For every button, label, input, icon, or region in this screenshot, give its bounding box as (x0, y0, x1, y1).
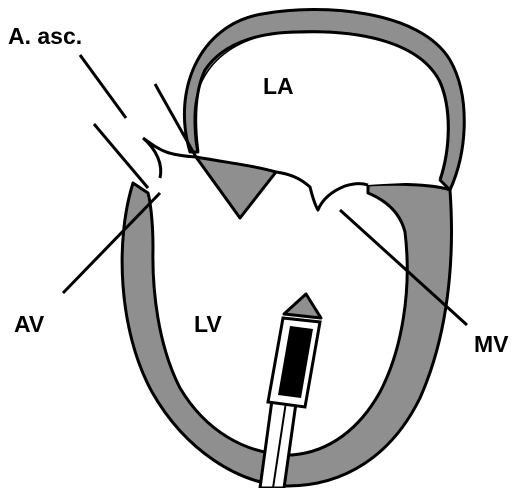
label-ascending-aorta: A. asc. (8, 25, 82, 48)
aorto-mitral-curtain (196, 157, 276, 218)
leader-line-aorta (80, 55, 126, 118)
label-left-ventricle: LV (194, 313, 222, 336)
label-left-atrium: LA (263, 75, 294, 98)
label-mitral-valve: MV (474, 333, 509, 356)
probe-tip (284, 294, 321, 318)
aorta-wall-left (94, 124, 148, 188)
label-aortic-valve: AV (14, 313, 44, 336)
